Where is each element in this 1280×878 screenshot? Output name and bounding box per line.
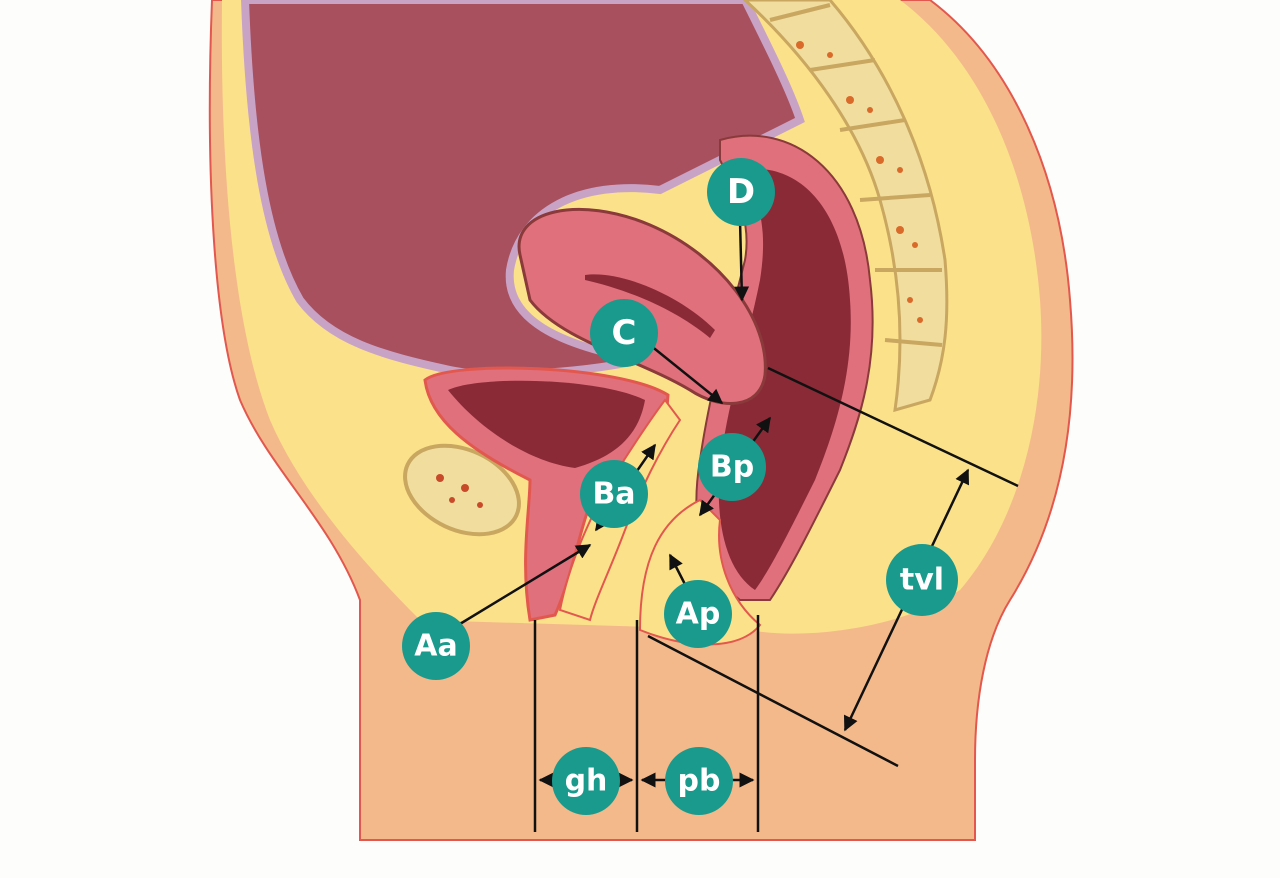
label-gh-circle xyxy=(552,747,620,815)
arrows xyxy=(449,219,970,788)
label-D-text: D xyxy=(727,172,755,212)
label-Bp: Bp xyxy=(698,433,766,501)
label-tvl-circle xyxy=(886,544,958,616)
label-Ap-text: Ap xyxy=(676,597,721,632)
arrow-C xyxy=(649,344,724,404)
pubic-bone-dots xyxy=(436,474,483,508)
label-Bp-circle xyxy=(698,433,766,501)
label-Aa-text: Aa xyxy=(414,629,457,664)
label-tvl: tvl xyxy=(886,544,958,616)
label-Bp-text: Bp xyxy=(710,450,754,485)
label-Ap-circle xyxy=(664,580,732,648)
uterine-cavity xyxy=(585,274,715,338)
bone-dots xyxy=(796,41,923,323)
label-C: C xyxy=(590,299,658,367)
sacrum xyxy=(742,0,949,413)
label-gh-text: gh xyxy=(565,764,608,799)
label-pb: pb xyxy=(665,747,733,815)
label-C-text: C xyxy=(612,313,637,353)
label-Ba: Ba xyxy=(580,460,648,528)
label-Ap: Ap xyxy=(664,580,732,648)
label-C-circle xyxy=(590,299,658,367)
arrow-Aa xyxy=(449,543,592,632)
label-Aa: Aa xyxy=(402,612,470,680)
label-Aa-circle xyxy=(402,612,470,680)
label-Ba-circle xyxy=(580,460,648,528)
label-D: D xyxy=(707,158,775,226)
label-pb-text: pb xyxy=(678,764,721,799)
arrow-D xyxy=(734,219,750,302)
label-tvl-text: tvl xyxy=(900,563,944,598)
label-pb-circle xyxy=(665,747,733,815)
sacrum-segments xyxy=(769,3,943,347)
label-Ba-text: Ba xyxy=(592,477,635,512)
label-D-circle xyxy=(707,158,775,226)
measurement-lines xyxy=(533,366,1019,832)
label-gh: gh xyxy=(552,747,620,815)
